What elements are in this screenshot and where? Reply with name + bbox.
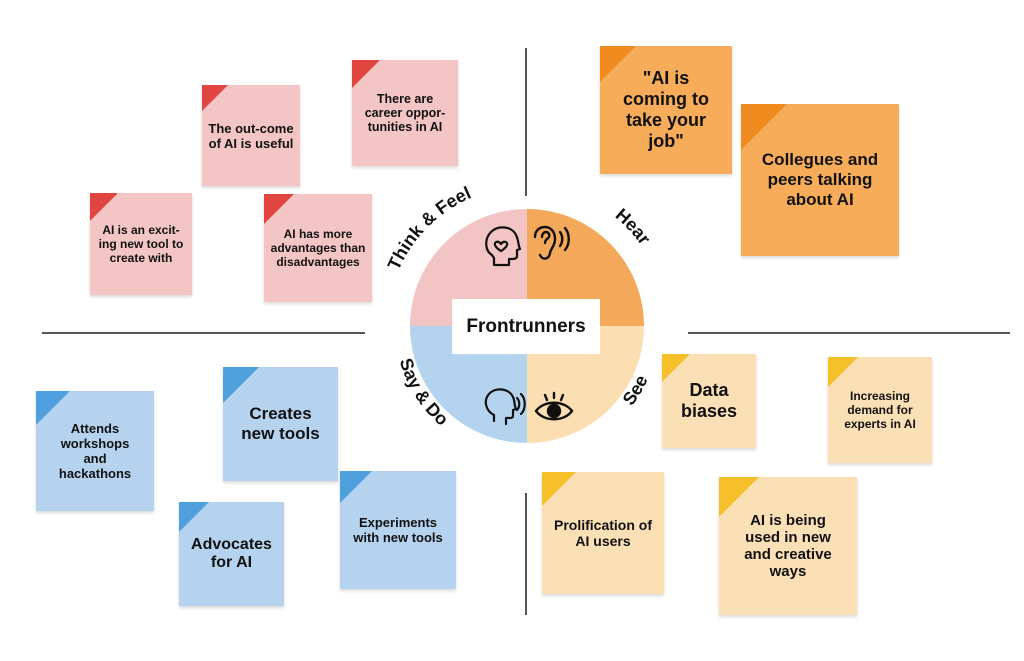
note-fold-icon — [340, 471, 372, 503]
note-fold-icon — [828, 357, 858, 387]
note-fold-icon — [352, 60, 380, 88]
note-fold-icon — [264, 194, 294, 224]
quadrant-hear — [527, 209, 644, 326]
divider-vertical-bottom — [525, 493, 527, 615]
note-fold-icon — [90, 193, 118, 221]
head-heart-icon — [485, 226, 522, 267]
speaking-head-icon — [484, 388, 526, 426]
label-see: See — [619, 372, 652, 409]
svg-text:See: See — [619, 372, 652, 409]
note-think-feel-3: AI is an excit-ing new tool to create wi… — [90, 193, 192, 295]
note-say-do-1: Attends workshops and hackathons — [36, 391, 154, 511]
label-say-do: Say & Do — [396, 356, 453, 430]
note-fold-icon — [223, 367, 259, 403]
quadrant-say-do — [410, 326, 527, 443]
note-fold-icon — [719, 477, 759, 517]
divider-horizontal-right — [688, 332, 1010, 334]
svg-text:Say & Do: Say & Do — [396, 356, 453, 430]
note-think-feel-4: AI has more advantages than disadvantage… — [264, 194, 372, 302]
note-fold-icon — [542, 472, 576, 506]
svg-text:Think & Feel: Think & Feel — [384, 183, 474, 273]
note-say-do-4: Experiments with new tools — [340, 471, 456, 589]
note-think-feel-1: The out-come of AI is useful — [202, 85, 300, 186]
eye-icon — [534, 391, 574, 421]
note-fold-icon — [600, 46, 636, 82]
note-see-1: Data biases — [662, 354, 756, 448]
note-see-2: Increasing demand for experts in AI — [828, 357, 932, 463]
note-hear-2: Collegues and peers talking about AI — [741, 104, 899, 256]
empathy-wheel — [410, 209, 644, 443]
divider-horizontal-left — [42, 332, 365, 334]
label-think-feel: Think & Feel — [384, 183, 474, 273]
quadrant-think-feel — [410, 209, 527, 326]
note-fold-icon — [662, 354, 690, 382]
center-title: Frontrunners — [452, 299, 600, 354]
note-say-do-2: Creates new tools — [223, 367, 338, 481]
note-fold-icon — [36, 391, 70, 425]
note-think-feel-2: There are career oppor-tunities in AI — [352, 60, 458, 166]
note-fold-icon — [202, 85, 228, 111]
label-hear: Hear — [612, 204, 655, 248]
note-see-4: AI is being used in new and creative way… — [719, 477, 857, 615]
ear-icon — [533, 225, 570, 260]
note-fold-icon — [179, 502, 209, 532]
note-say-do-3: Advocates for AI — [179, 502, 284, 606]
note-see-3: Prolification of AI users — [542, 472, 664, 594]
note-fold-icon — [741, 104, 787, 150]
svg-text:Hear: Hear — [612, 204, 655, 248]
note-hear-1: "AI is coming to take your job" — [600, 46, 732, 174]
divider-vertical-top — [525, 48, 527, 196]
